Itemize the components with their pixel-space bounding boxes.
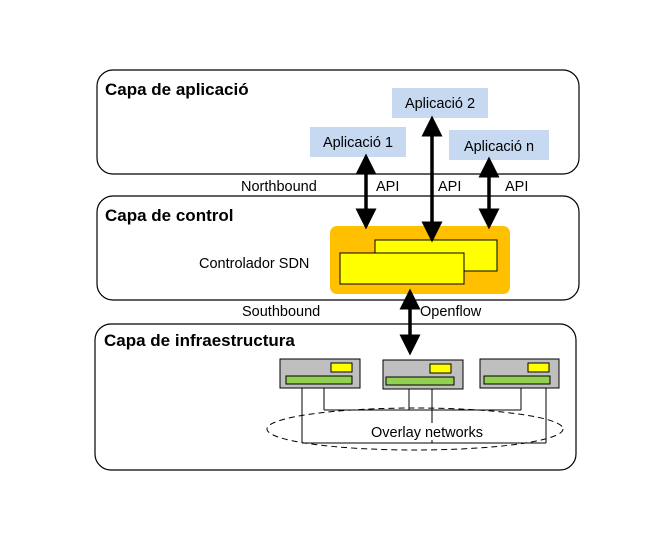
openflow-label: Openflow bbox=[420, 304, 482, 320]
switch-1 bbox=[279, 358, 361, 389]
api-label-2: API bbox=[438, 179, 461, 195]
controller-label: Controlador SDN bbox=[199, 256, 309, 272]
overlay-networks-label: Overlay networks bbox=[371, 425, 483, 441]
infrastructure-layer-title: Capa de infraestructura bbox=[104, 331, 295, 350]
api-label-1: API bbox=[376, 179, 399, 195]
overlay-links bbox=[301, 387, 547, 444]
app-label-2: Aplicació 2 bbox=[405, 96, 475, 112]
control-layer-title: Capa de control bbox=[105, 206, 233, 225]
switch-2 bbox=[382, 359, 464, 390]
app-box-1: Aplicació 1 bbox=[310, 127, 406, 157]
app-label-1: Aplicació 1 bbox=[323, 135, 393, 151]
sdn-controller bbox=[330, 226, 510, 294]
switch-3 bbox=[479, 358, 560, 389]
northbound-label: Northbound bbox=[241, 179, 317, 195]
overlay-networks-ellipse bbox=[266, 407, 564, 451]
app-label-n: Aplicació n bbox=[464, 139, 534, 155]
app-box-2: Aplicació 2 bbox=[392, 88, 488, 118]
api-label-3: API bbox=[505, 179, 528, 195]
application-layer-title: Capa de aplicació bbox=[105, 80, 249, 99]
app-box-n: Aplicació n bbox=[449, 130, 549, 160]
southbound-label: Southbound bbox=[242, 304, 320, 320]
